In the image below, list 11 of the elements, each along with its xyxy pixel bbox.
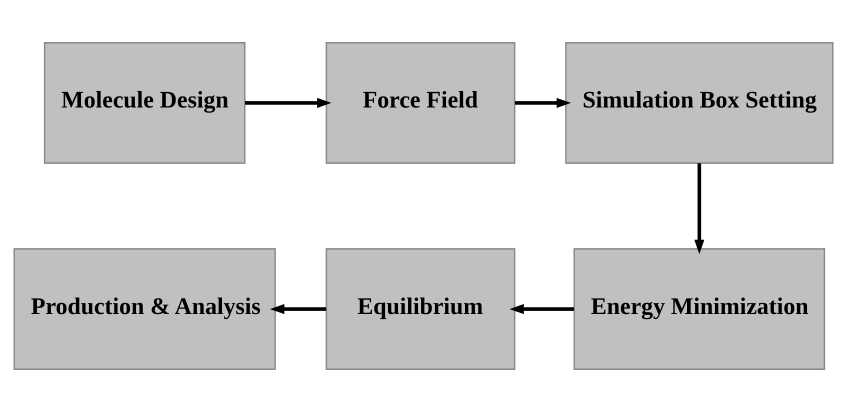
node-box: Energy Minimization (573, 248, 825, 370)
arrow (270, 304, 326, 314)
arrow (694, 162, 704, 254)
node-box: Force Field (325, 42, 515, 164)
arrow (509, 304, 574, 314)
node-box: Simulation Box Setting (564, 42, 833, 164)
arrow (514, 97, 570, 108)
node-box: Production & Analysis (13, 248, 276, 370)
node-box: Equilibrium (325, 248, 515, 370)
node-box: Molecule Design (43, 42, 245, 164)
arrow (244, 97, 331, 108)
